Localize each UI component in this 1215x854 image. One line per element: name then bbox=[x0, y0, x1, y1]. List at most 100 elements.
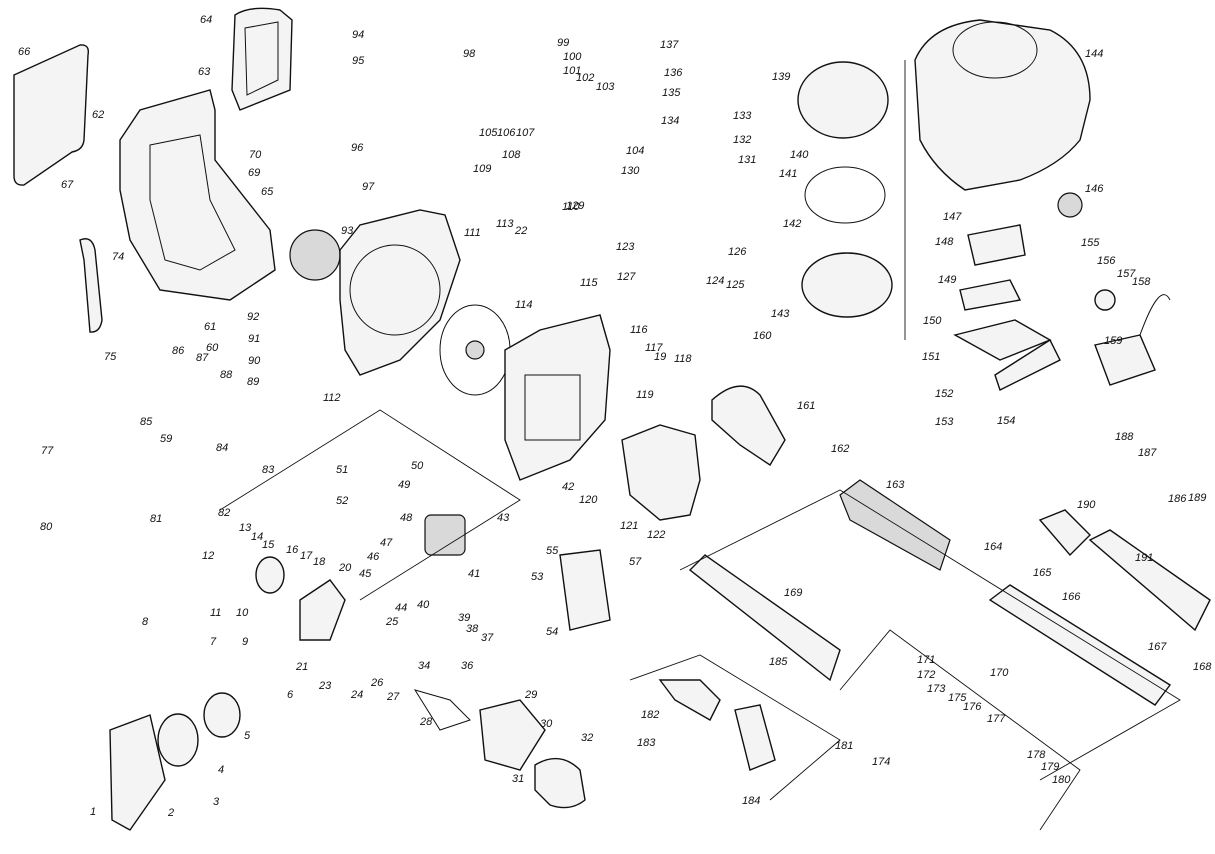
carburetor-20 bbox=[299, 579, 346, 641]
part-label: 185 bbox=[769, 656, 788, 668]
part-label: 64 bbox=[200, 14, 213, 26]
part-label: 141 bbox=[779, 168, 798, 180]
housing-115-window bbox=[524, 374, 581, 441]
part-label: 116 bbox=[630, 324, 648, 336]
part-label: 69 bbox=[248, 167, 261, 179]
part-label: 147 bbox=[943, 211, 962, 223]
housing-111 bbox=[339, 209, 461, 376]
part-label: 90 bbox=[248, 355, 261, 367]
part-label: 53 bbox=[531, 571, 544, 583]
part-label: 26 bbox=[371, 677, 384, 689]
part-label: 181 bbox=[835, 740, 854, 752]
part-label: 67 bbox=[61, 179, 74, 191]
part-label: 92 bbox=[247, 311, 260, 323]
part-label: 109 bbox=[473, 163, 492, 175]
grip-182 bbox=[658, 679, 721, 721]
housing-115 bbox=[504, 314, 611, 481]
part-label: 10 bbox=[236, 607, 249, 619]
group-outline-nozzle bbox=[839, 629, 1081, 831]
part-label: 3 bbox=[213, 796, 220, 808]
throttle-184 bbox=[734, 704, 776, 771]
part-label: 47 bbox=[380, 537, 393, 549]
part-label: 25 bbox=[386, 616, 399, 628]
part-label: 101 bbox=[563, 65, 582, 77]
part-label: 9 bbox=[242, 636, 249, 648]
impeller-114-hub bbox=[465, 340, 485, 360]
part-label: 112 bbox=[323, 392, 341, 404]
frame-63 bbox=[119, 89, 276, 301]
part-label: 144 bbox=[1085, 48, 1104, 60]
filter-plate-143 bbox=[801, 252, 893, 318]
part-label: 83 bbox=[262, 464, 275, 476]
part-label: 21 bbox=[296, 661, 309, 673]
muffler-55 bbox=[559, 549, 611, 631]
part-label: 187 bbox=[1138, 447, 1157, 459]
part-label: 81 bbox=[150, 513, 163, 525]
part-label: 4 bbox=[218, 764, 225, 776]
part-label: 48 bbox=[400, 512, 413, 524]
part-label: 131 bbox=[738, 154, 757, 166]
part-label: 171 bbox=[917, 654, 936, 666]
filter-ring-141 bbox=[804, 166, 886, 224]
part-label: 34 bbox=[418, 660, 431, 672]
part-label: 115 bbox=[580, 277, 598, 289]
part-label: 132 bbox=[733, 134, 752, 146]
part-label: 114 bbox=[515, 299, 533, 311]
part-label: 74 bbox=[112, 251, 125, 263]
part-label: 182 bbox=[641, 709, 660, 721]
part-label: 153 bbox=[935, 416, 954, 428]
part-label: 189 bbox=[1188, 492, 1207, 504]
part-label: 106 bbox=[497, 127, 516, 139]
part-label: 172 bbox=[917, 669, 936, 681]
part-label: 118 bbox=[674, 353, 692, 365]
crankcase-29 bbox=[479, 699, 546, 771]
part-label: 120 bbox=[579, 494, 598, 506]
part-label: 176 bbox=[963, 701, 982, 713]
part-label: 60 bbox=[206, 342, 219, 354]
part-label: 157 bbox=[1117, 268, 1136, 280]
part-label: 65 bbox=[261, 186, 274, 198]
part-label: 97 bbox=[362, 181, 375, 193]
part-label: 80 bbox=[40, 521, 53, 533]
part-label: 87 bbox=[196, 352, 209, 364]
tube-167 bbox=[988, 584, 1172, 706]
part-label: 88 bbox=[220, 369, 233, 381]
part-label: 180 bbox=[1052, 774, 1071, 786]
part-label: 99 bbox=[557, 37, 570, 49]
part-label: 146 bbox=[1085, 183, 1104, 195]
part-label: 104 bbox=[626, 145, 645, 157]
part-label: 54 bbox=[546, 626, 559, 638]
part-label: 124 bbox=[706, 275, 725, 287]
part-label: 11 bbox=[210, 607, 222, 619]
group-outline-handle bbox=[629, 654, 841, 801]
part-label: 165 bbox=[1033, 567, 1052, 579]
part-label: 5 bbox=[244, 730, 251, 742]
part-label: 59 bbox=[160, 433, 173, 445]
part-label: 133 bbox=[733, 110, 752, 122]
part-label: 51 bbox=[336, 464, 349, 476]
part-label: 110 bbox=[562, 201, 580, 213]
part-label: 164 bbox=[984, 541, 1003, 553]
part-label: 36 bbox=[461, 660, 474, 672]
ignition-coil-2 bbox=[109, 714, 166, 831]
part-label: 12 bbox=[202, 550, 215, 562]
part-label: 13 bbox=[239, 522, 252, 534]
part-label: 148 bbox=[935, 236, 954, 248]
part-label: 86 bbox=[172, 345, 185, 357]
part-label: 16 bbox=[286, 544, 299, 556]
part-label: 136 bbox=[664, 67, 683, 79]
part-label: 27 bbox=[387, 691, 400, 703]
ring-157 bbox=[1094, 289, 1116, 311]
part-label: 142 bbox=[783, 218, 802, 230]
part-label: 174 bbox=[872, 756, 891, 768]
part-label: 149 bbox=[938, 274, 957, 286]
part-label: 178 bbox=[1027, 749, 1046, 761]
part-label: 137 bbox=[660, 39, 679, 51]
part-label: 100 bbox=[563, 51, 582, 63]
part-label: 127 bbox=[617, 271, 636, 283]
filter-cap-139 bbox=[797, 61, 889, 139]
part-label: 155 bbox=[1081, 237, 1100, 249]
part-label: 96 bbox=[351, 142, 364, 154]
